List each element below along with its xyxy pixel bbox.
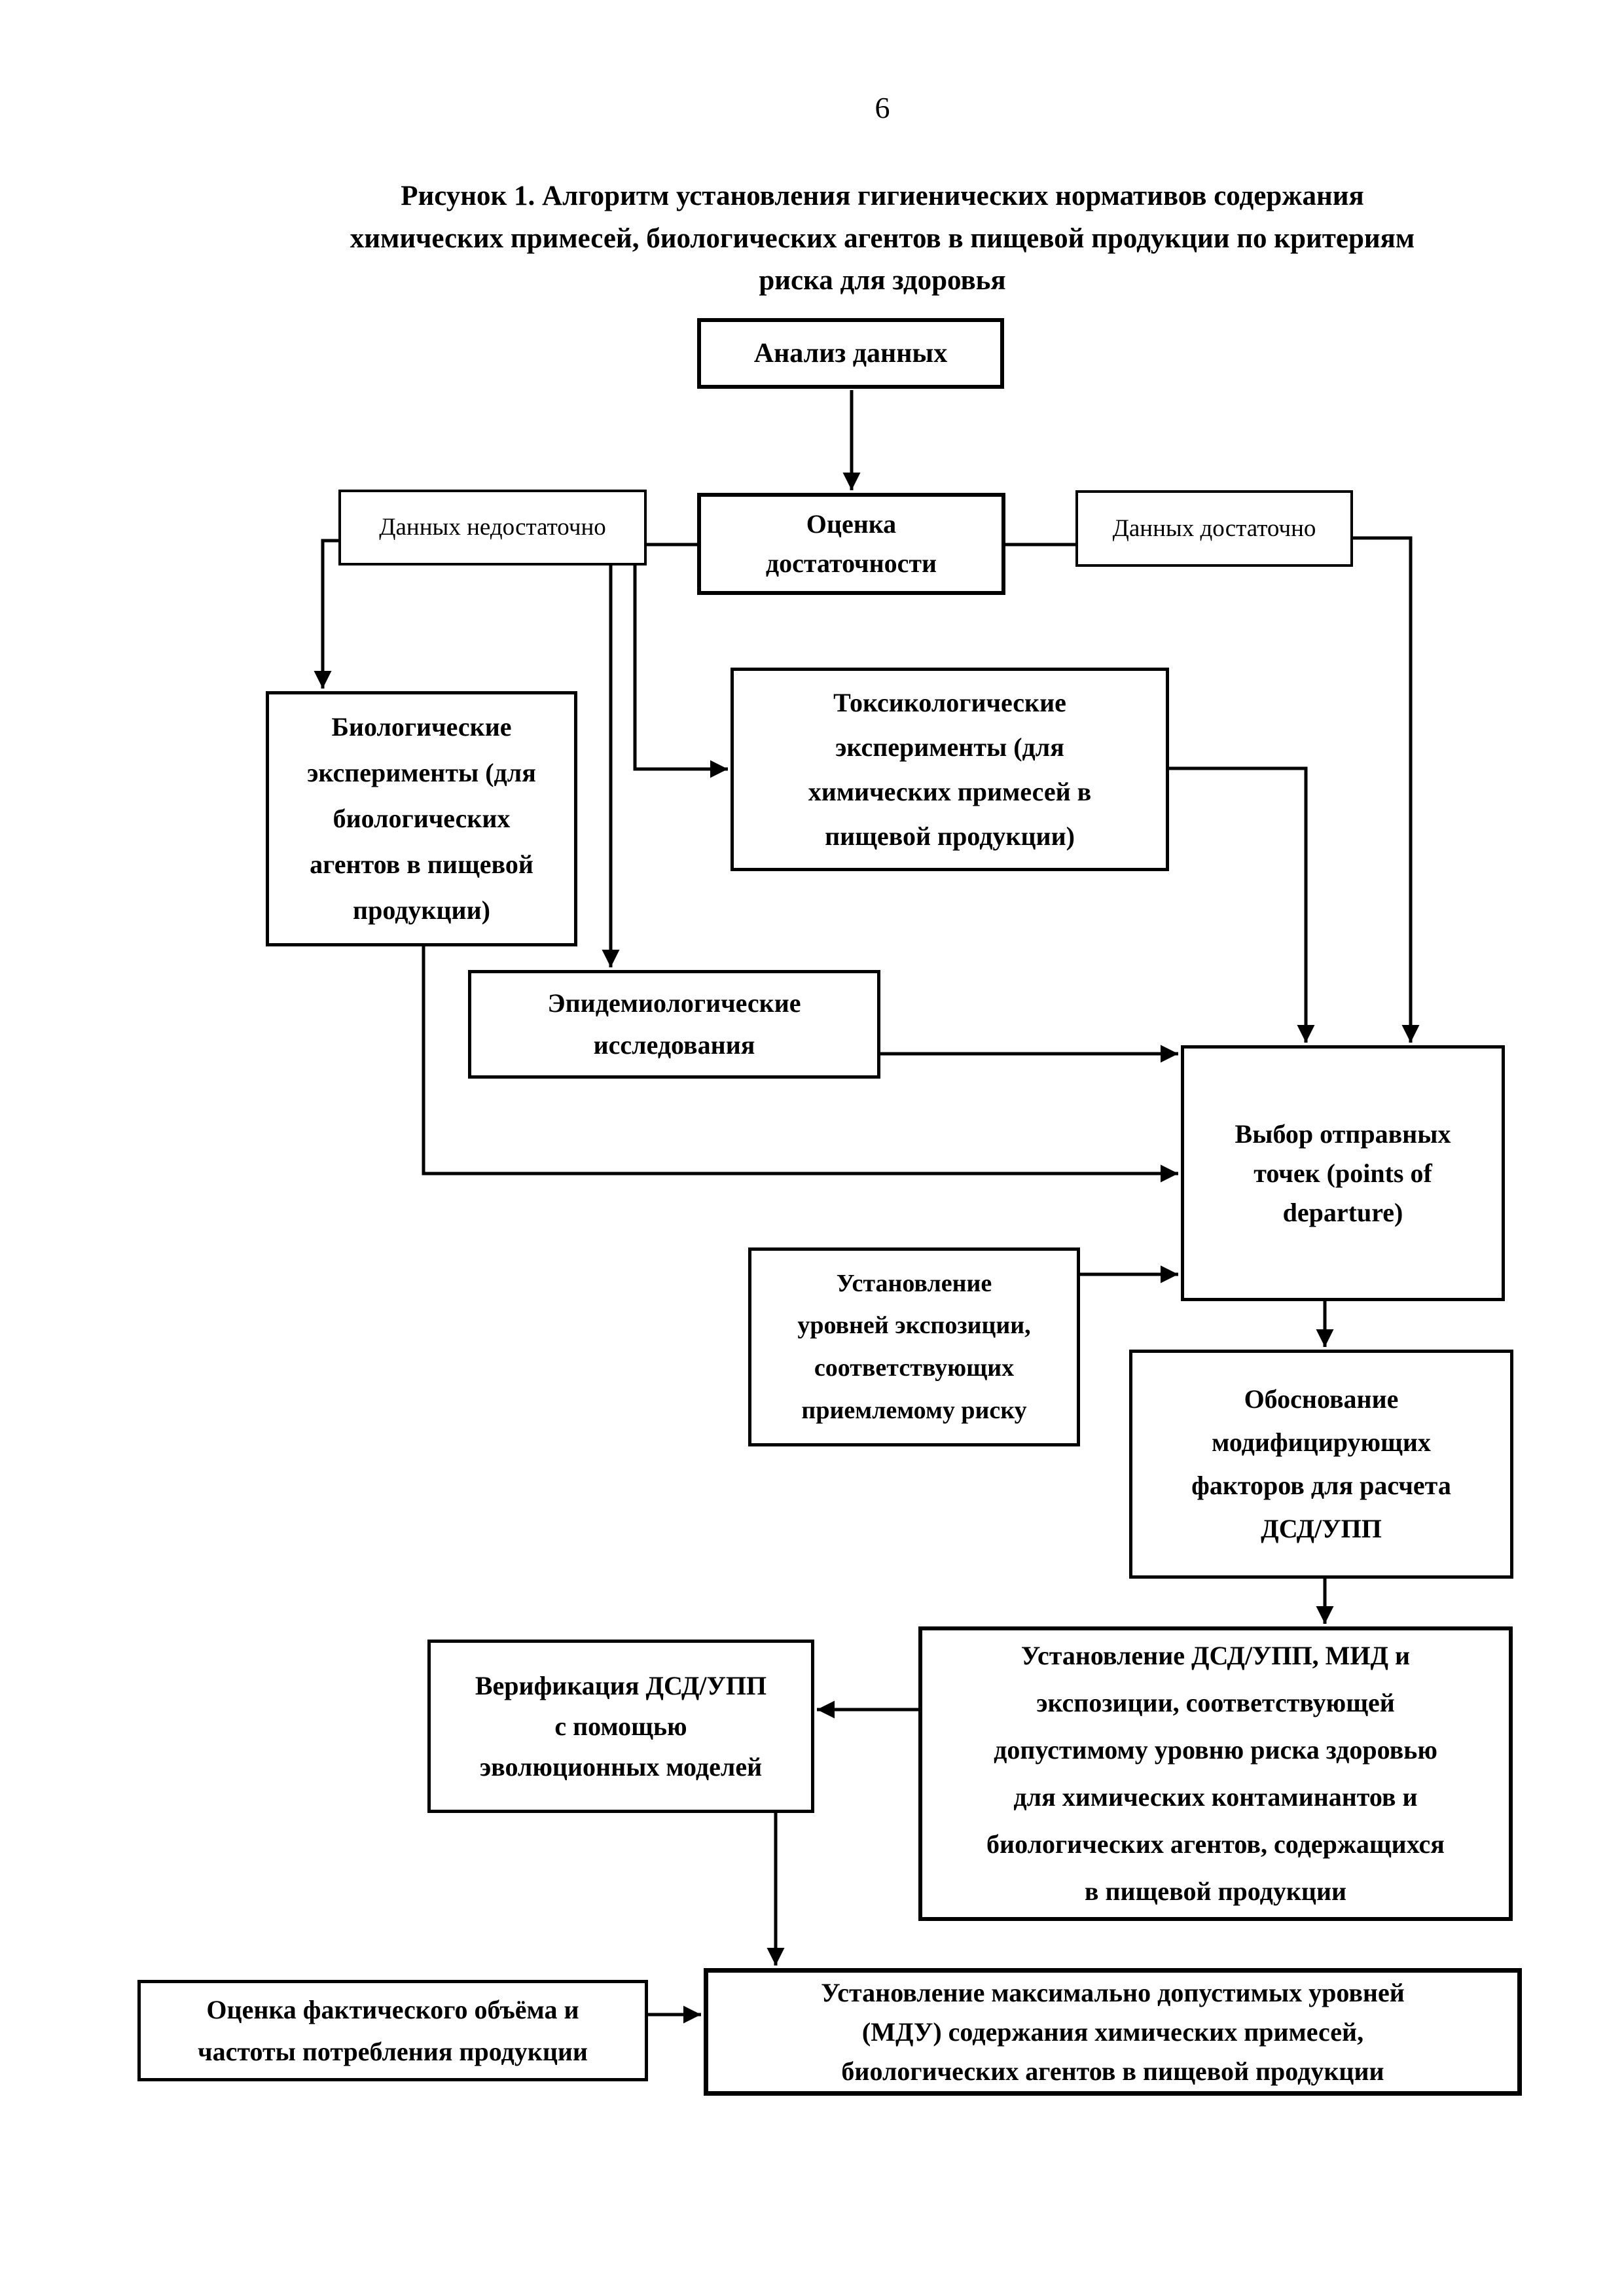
node-data-insufficient: Данных недостаточно [338,490,647,565]
figure-caption: Рисунок 1. Алгоритм установления гигиени… [350,181,1415,296]
edge-sufficient-to-points [1352,536,1420,1043]
edge-toxicological-to-points [1168,766,1315,1043]
edge-insufficient-to-biological [314,539,340,689]
node-toxicological-experiments: Токсикологические эксперименты (для хими… [731,668,1169,871]
edge-biological-to-points [422,945,1178,1183]
node-modifying-factors: Обоснование модифицирующих факторов для … [1129,1350,1513,1579]
node-verification: Верификация ДСД/УПП с помощью эволюционн… [427,1640,814,1813]
edge-insufficient-to-toxicological [633,564,728,778]
node-sufficiency-assessment: Оценка достаточности [697,493,1005,595]
node-epidemiological-studies: Эпидемиологические исследования [468,970,880,1079]
node-points-of-departure: Выбор отправных точек (points of departu… [1181,1045,1505,1301]
node-data-analysis: Анализ данных [697,318,1004,389]
node-dsd-upp-mid: Установление ДСД/УПП, МИД и экспозиции, … [918,1626,1513,1921]
node-exposure-levels: Установление уровней экспозиции, соответ… [748,1247,1080,1446]
node-biological-experiments: Биологические эксперименты (для биологич… [266,691,577,946]
node-mdu: Установление максимально допустимых уров… [704,1968,1522,2096]
page-number: 6 [875,91,890,124]
node-consumption-assessment: Оценка фактического объёма и частоты пот… [137,1980,648,2081]
node-data-sufficient: Данных достаточно [1075,490,1353,567]
